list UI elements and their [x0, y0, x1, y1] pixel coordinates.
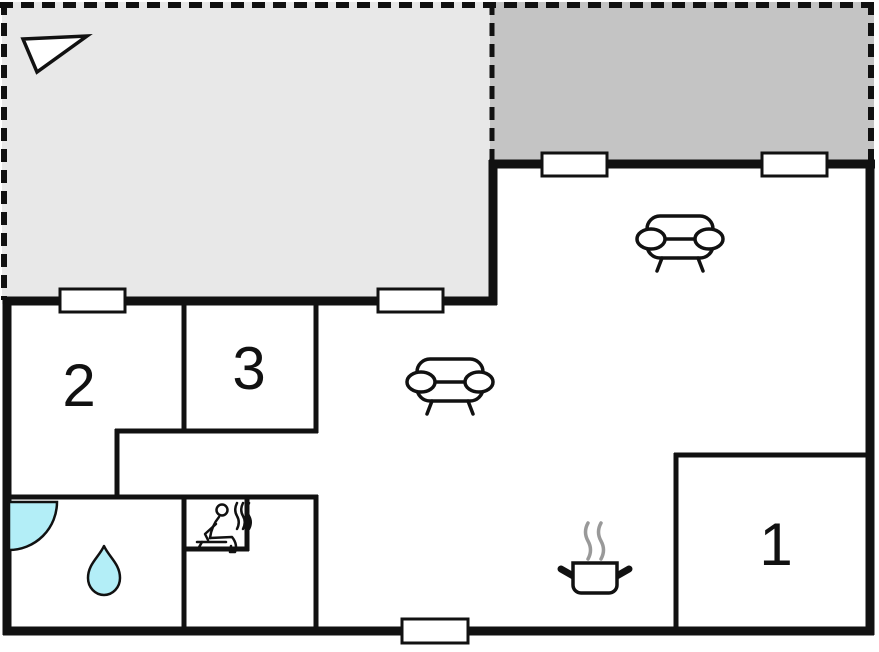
window-icon: [760, 151, 829, 178]
sofa-icon: [635, 214, 725, 273]
room-3-label: 3: [232, 335, 265, 402]
room-1-label: 1: [759, 511, 792, 578]
sofa-icon: [405, 357, 495, 416]
terrace-area: [2, 2, 492, 304]
window-icon: [376, 287, 445, 314]
stove-pot-icon: [557, 521, 633, 595]
water-drop-icon: [86, 544, 122, 597]
sauna-icon: [195, 501, 252, 554]
shower-icon: [7, 500, 59, 552]
window-icon: [400, 617, 470, 645]
room-2-label: 2: [62, 352, 95, 419]
north-arrow-icon: [20, 33, 93, 75]
patio-area: [490, 2, 874, 164]
interior-walls: [3, 303, 870, 631]
windows: [58, 151, 829, 645]
window-icon: [540, 151, 609, 178]
window-icon: [58, 287, 127, 314]
